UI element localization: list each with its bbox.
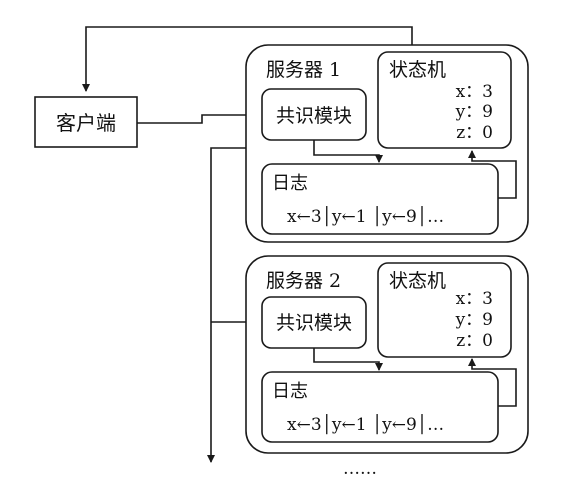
replication-line bbox=[207, 147, 262, 463]
server-1-log-title: 日志 bbox=[272, 173, 308, 194]
server-2-log-box bbox=[261, 371, 499, 443]
client-response-line bbox=[82, 26, 413, 92]
server-1-state-machine-box bbox=[377, 51, 512, 149]
server-1-state-y: y：9 bbox=[455, 102, 493, 122]
server-2-log-to-state-arrow bbox=[468, 358, 517, 407]
server-2-consensus-label: 共识模块 bbox=[276, 312, 352, 334]
server-2-state-y: y：9 bbox=[455, 310, 493, 330]
server-2-log-entries: x←3│y←1 │y←9│… bbox=[287, 414, 444, 435]
server-2-state-z: z：0 bbox=[456, 331, 493, 351]
server-1-log-box bbox=[261, 163, 499, 235]
server-1-consensus-label: 共识模块 bbox=[276, 105, 352, 127]
server-1-log-to-state-arrow bbox=[468, 150, 517, 199]
server-2-consensus-to-log-arrow bbox=[313, 348, 383, 371]
server-1-title: 服务器 1 bbox=[266, 59, 341, 81]
server-1-state-machine-title: 状态机 bbox=[389, 59, 446, 81]
server-2: 服务器 2 共识模块 状态机 x：3 y：9 z：0 日志 x←3│y←1 │y… bbox=[245, 255, 529, 454]
server-1-consensus-to-log-arrow bbox=[313, 140, 383, 163]
server-2-state-machine-title: 状态机 bbox=[389, 270, 446, 292]
server-2-log-title: 日志 bbox=[272, 381, 308, 402]
server-1: 服务器 1 共识模块 状态机 x：3 y：9 z：0 日志 x←3│y←1 │y… bbox=[245, 44, 529, 243]
client-request-arrow bbox=[137, 111, 257, 124]
server-2-title: 服务器 2 bbox=[266, 270, 341, 292]
client-label: 客户端 bbox=[56, 111, 116, 135]
client-node: 客户端 bbox=[34, 96, 138, 148]
more-servers-ellipsis: …… bbox=[343, 459, 377, 479]
server-1-state-x: x：3 bbox=[456, 82, 493, 102]
server-2-state-machine-box bbox=[377, 262, 512, 358]
server-1-log-entries: x←3│y←1 │y←9│… bbox=[287, 206, 444, 227]
server-2-state-x: x：3 bbox=[456, 289, 493, 309]
server-1-state-z: z：0 bbox=[456, 123, 493, 143]
